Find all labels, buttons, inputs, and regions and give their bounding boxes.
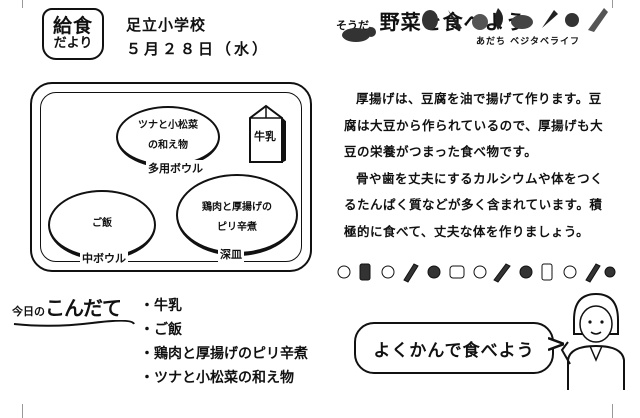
speech-bubble-tail-icon: [548, 336, 564, 352]
bowl-left-label: 中ボウル: [80, 250, 128, 266]
staff-person-illustration-icon: [560, 292, 625, 390]
kyushoku-logo: 給食 だより: [42, 8, 104, 60]
menu-item: ツナと小松菜の和え物: [140, 366, 308, 390]
article-paragraph-2: 骨や歯を丈夫にするカルシウムや体をつくるたんぱく質などが多く含まれています。積極…: [344, 170, 604, 239]
crop-mark-bottom-left: [22, 404, 35, 418]
issue-date: ５月２８日（水）: [126, 40, 271, 58]
bowl-top-label: 多用ボウル: [146, 160, 205, 176]
plate-right-label: 深皿: [218, 246, 244, 262]
article-paragraph-1: 厚揚げは、豆腐を油で揚げて作ります。豆腐は大豆から作られているので、厚揚げも大豆…: [344, 91, 604, 159]
food-border-divider-icon: [337, 263, 616, 283]
menu-title: 今日のこんだて: [12, 292, 122, 321]
lunch-tray: [30, 82, 312, 272]
logo-line1: 給食: [52, 15, 93, 37]
crop-mark-top-right: [612, 0, 625, 8]
milk-carton-icon: [249, 104, 286, 163]
lunch-tray-inner: [40, 92, 302, 262]
medium-bowl: ご飯: [48, 190, 156, 260]
atsuage-article: 厚揚げは、豆腐を油で揚げて作ります。豆腐は大豆から作られているので、厚揚げも大豆…: [344, 86, 610, 245]
chew-well-bubble: よくかんで食べよう: [354, 322, 554, 374]
menu-item: 牛乳: [140, 294, 308, 318]
vegetable-illustrations-icon: [422, 8, 608, 32]
veg-banner-subtitle: あだち ベジタベライフ: [476, 37, 580, 47]
menu-item: ご飯: [140, 318, 308, 342]
crop-mark-top-left: [22, 0, 35, 8]
bowl-left-text: ご飯: [92, 218, 112, 229]
school-name: 足立小学校: [126, 16, 207, 34]
menu-title-main: こんだて: [45, 296, 122, 320]
chew-well-text: よくかんで食べよう: [373, 340, 535, 361]
menu-title-prefix: 今日の: [12, 305, 45, 318]
logo-line2: だより: [53, 36, 93, 51]
milk-label: 牛乳: [254, 130, 276, 143]
menu-list: 牛乳 ご飯 鶏肉と厚揚げのピリ辛煮 ツナと小松菜の和え物: [140, 294, 308, 390]
multi-use-bowl: ツナと小松菜 の和え物: [116, 106, 220, 168]
bowl-top-text-line1: ツナと小松菜: [138, 120, 198, 131]
deep-plate: 鶏肉と厚揚げの ピリ辛煮: [176, 174, 298, 256]
plate-right-text-line1: 鶏肉と厚揚げの: [202, 202, 272, 213]
menu-title-underline-icon: [13, 320, 135, 327]
bowl-top-text-line2: の和え物: [148, 140, 188, 151]
plate-right-text-line2: ピリ辛煮: [217, 222, 257, 233]
menu-item: 鶏肉と厚揚げのピリ辛煮: [140, 342, 308, 366]
crop-mark-bottom-right: [612, 404, 625, 418]
farm-animal-illustration-icon: [342, 27, 376, 42]
